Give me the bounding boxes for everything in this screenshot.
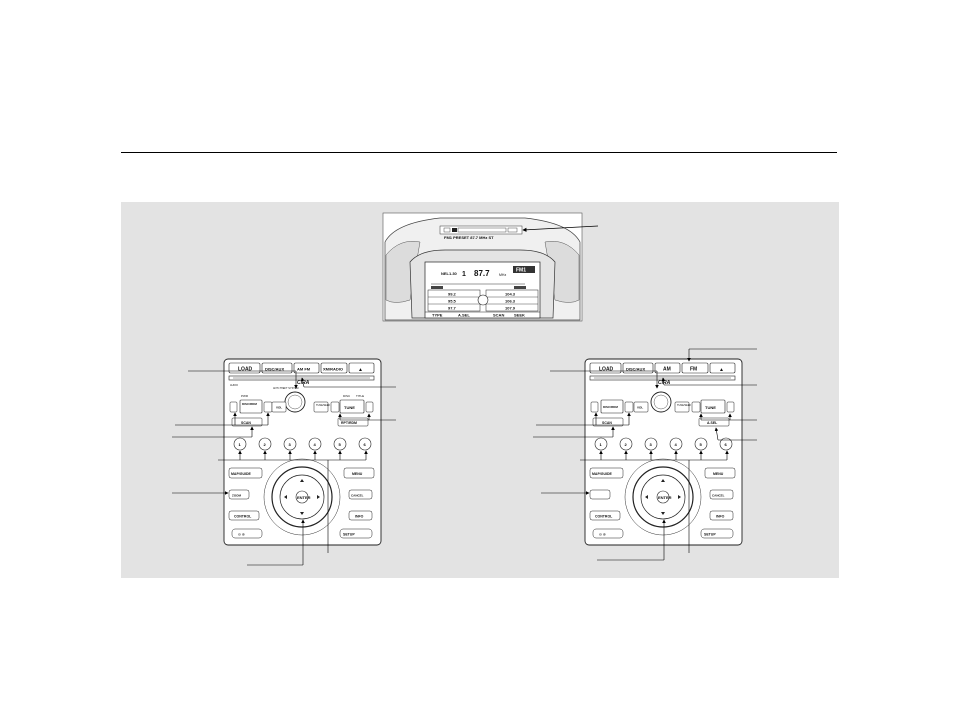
softkey-3: SCAN <box>493 313 504 318</box>
right-preset-3: 3 <box>650 442 653 447</box>
r-am-label: AM <box>663 367 671 373</box>
rpt-rdm-label: RPT/RDM <box>341 421 357 425</box>
preset-number: 1 <box>462 271 466 278</box>
r-disc-aux-label: DISC/AUX <box>626 367 645 372</box>
frequency-readout: 87.7 <box>474 269 490 278</box>
frequency-unit: MHz <box>499 273 506 277</box>
right-preset-buttons: 1 2 3 4 5 6 <box>594 437 733 451</box>
softkey-1: TYPE <box>432 313 443 318</box>
xm-radio-label: XM/RADIO <box>323 367 343 372</box>
cancel-label: CANCEL <box>351 494 364 498</box>
r-map-guide-label: MAP/GUIDE <box>592 472 613 476</box>
left-preset-5: 5 <box>339 442 342 447</box>
r-tune-seek-label: TUNE/SEEK <box>677 404 692 407</box>
right-control-unit: LOAD DISC/AUX AM FM ▲ CIRA DISC/RDM VOL … <box>533 348 757 561</box>
band-label: FM1 <box>516 268 526 274</box>
r-tune-label: TUNE <box>705 405 716 410</box>
r-control-label: CONTROL <box>595 515 613 519</box>
preset-cell-grid: 99.2 104.3 95.5 106.3 97.7 107.9 <box>427 289 539 312</box>
disc-rdm-label: DISC/RDM <box>242 402 257 406</box>
audio-caption: AUDIO <box>230 384 238 387</box>
title-tag: TITLE <box>356 394 364 398</box>
r-setup-label: SETUP <box>704 533 716 537</box>
enter-label: ENTER <box>297 495 311 500</box>
menu-label: MENU <box>352 472 363 476</box>
scan-label: SCAN <box>241 421 251 425</box>
band-badge <box>513 266 535 273</box>
dashboard-display: FM1 PRESET 87.7 MHz ST FM1 NEL1.30 1 87.… <box>382 212 599 322</box>
r-brand-logo: CIRA <box>658 380 671 386</box>
strip-caption: FM1 PRESET 87.7 MHz ST <box>444 235 494 240</box>
left-preset-buttons: 1 2 3 4 5 6 <box>233 437 372 451</box>
r-enter-label: ENTER <box>658 495 672 500</box>
cell-6: 107.9 <box>505 306 516 311</box>
left-preset-6: 6 <box>364 442 367 447</box>
r-cancel-label: CANCEL <box>712 494 725 498</box>
right-preset-5: 5 <box>700 442 703 447</box>
tune-label: TUNE <box>344 405 355 410</box>
eject-icon: ▲ <box>358 367 363 373</box>
left-control-unit: LOAD DISC/AUX AM FM XM/RADIO ▲ CIRA AUDI… <box>172 358 396 566</box>
cell-1: 99.2 <box>448 292 457 297</box>
am-fm-label: AM FM <box>297 367 311 372</box>
left-preset-3: 3 <box>289 442 292 447</box>
disc-tag: DISC <box>343 394 351 398</box>
map-guide-label: MAP/GUIDE <box>231 472 252 476</box>
r-menu-label: MENU <box>713 472 724 476</box>
vol-label: VOL <box>276 406 282 410</box>
r-a-sel-label: A.SEL <box>707 421 718 425</box>
right-preset-1: 1 <box>600 442 603 447</box>
pwr-tag: PWR <box>241 394 249 398</box>
preset-caption: NEL1.30 <box>441 271 458 276</box>
cell-4: 106.3 <box>505 299 516 304</box>
right-preset-2: 2 <box>625 442 628 447</box>
r-zoom-in-out-label: ⊖ ⊕ <box>599 533 606 537</box>
left-preset-2: 2 <box>264 442 267 447</box>
zoom-label: ZOOM <box>232 494 241 498</box>
control-label: CONTROL <box>234 515 252 519</box>
r-eject-icon: ▲ <box>719 367 724 373</box>
r-vol-label: VOL <box>637 406 643 410</box>
header-rule <box>121 152 837 153</box>
r-scan-label: SCAN <box>602 421 612 425</box>
cell-3: 95.5 <box>448 299 457 304</box>
display-strip-segments <box>443 227 518 233</box>
r-disc-rdm-label: DISC/RDM <box>603 405 618 409</box>
right-preset-4: 4 <box>675 442 678 447</box>
setup-label: SETUP <box>343 533 355 537</box>
left-preset-4: 4 <box>314 442 317 447</box>
r-info-label: INFO <box>716 515 725 519</box>
cell-2: 104.3 <box>505 292 516 297</box>
tune-seek-label: TUNE/SEEK <box>316 404 331 407</box>
disc-aux-label: DISC/AUX <box>265 367 284 372</box>
left-preset-1: 1 <box>239 442 242 447</box>
cell-5: 97.7 <box>448 306 457 311</box>
anti-theft-caption: ANTI-THEFT SYSTEM <box>273 387 299 390</box>
r-load-label: LOAD <box>599 367 614 373</box>
softkey-4: SEEK <box>514 313 525 318</box>
zoom-in-out-label: ⊖ ⊕ <box>238 533 245 537</box>
right-preset-6: 6 <box>725 442 728 447</box>
info-label: INFO <box>355 515 364 519</box>
r-fm-label: FM <box>690 367 697 373</box>
load-button-label: LOAD <box>238 367 253 373</box>
softkey-2: A.SEL <box>458 313 470 318</box>
